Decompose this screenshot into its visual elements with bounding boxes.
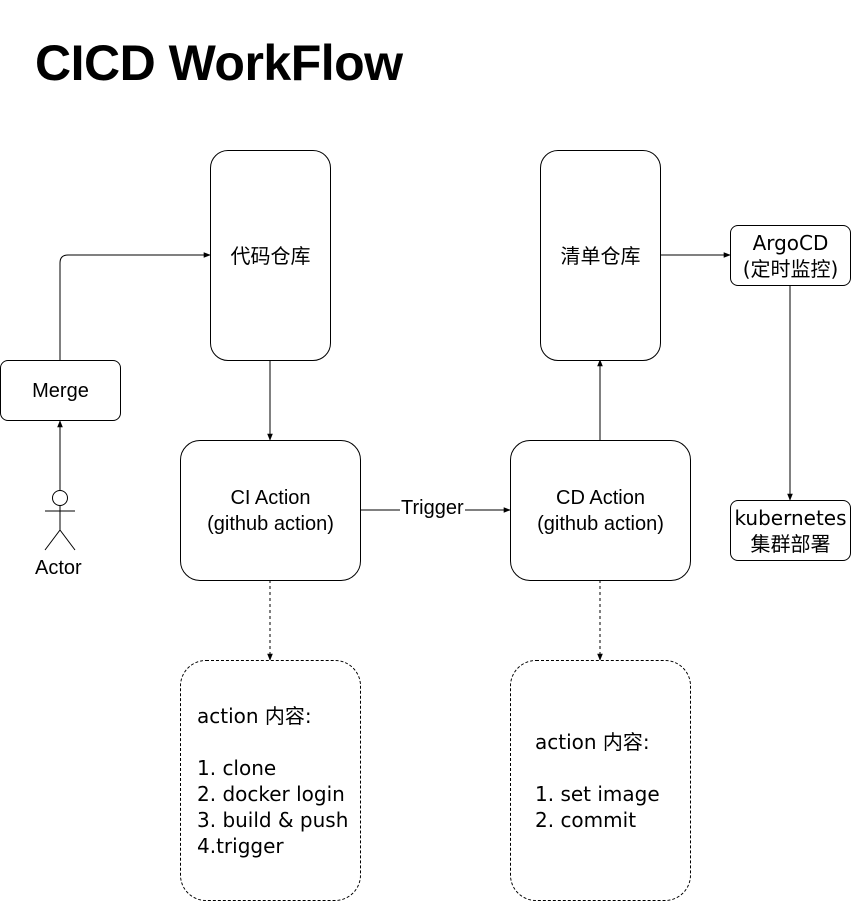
manifest-repo-label: 清单仓库 bbox=[560, 243, 641, 268]
cd-action-node[interactable]: CD Action (github action) bbox=[510, 440, 691, 581]
argocd-node[interactable]: ArgoCD (定时监控) bbox=[730, 225, 851, 286]
actor-icon bbox=[44, 490, 76, 551]
code-repo-node[interactable]: 代码仓库 bbox=[210, 150, 331, 361]
ci-content-label: action 内容: 1. clone 2. docker login 3. b… bbox=[197, 703, 349, 858]
merge-label: Merge bbox=[32, 379, 89, 402]
argocd-label: ArgoCD (定时监控) bbox=[742, 230, 839, 281]
cd-content-label: action 内容: 1. set image 2. commit bbox=[535, 729, 660, 832]
ci-action-label: CI Action (github action) bbox=[207, 486, 334, 535]
page-title: CICD WorkFlow bbox=[35, 35, 403, 91]
kubernetes-label: kubernetes 集群部署 bbox=[734, 505, 847, 556]
cd-content-node[interactable]: action 内容: 1. set image 2. commit bbox=[510, 660, 691, 901]
actor-label: Actor bbox=[35, 557, 82, 579]
ci-content-node[interactable]: action 内容: 1. clone 2. docker login 3. b… bbox=[180, 660, 361, 901]
cd-action-label: CD Action (github action) bbox=[537, 486, 664, 535]
ci-action-node[interactable]: CI Action (github action) bbox=[180, 440, 361, 581]
kubernetes-node[interactable]: kubernetes 集群部署 bbox=[730, 500, 851, 561]
manifest-repo-node[interactable]: 清单仓库 bbox=[540, 150, 661, 361]
merge-node[interactable]: Merge bbox=[0, 360, 121, 421]
trigger-edge-label: Trigger bbox=[400, 497, 465, 520]
edge-merge-to-code-repo bbox=[59, 252, 211, 360]
code-repo-label: 代码仓库 bbox=[230, 243, 311, 268]
